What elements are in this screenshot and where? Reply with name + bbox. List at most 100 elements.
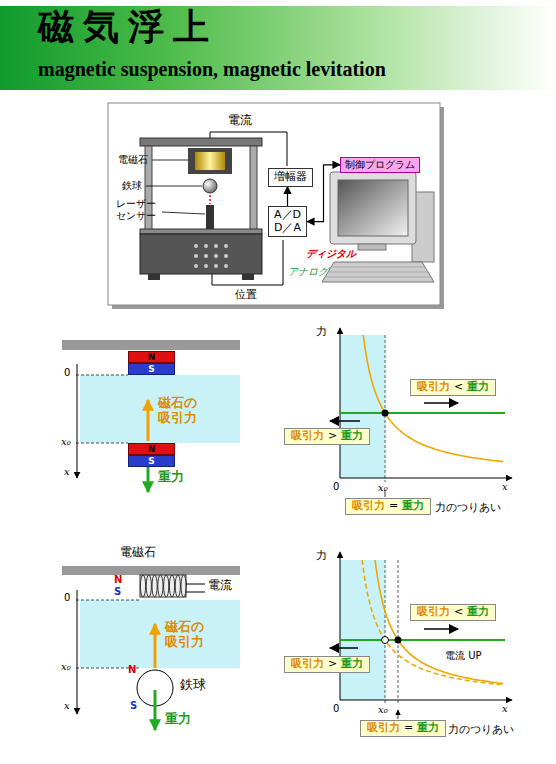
levitation-apparatus bbox=[206, 205, 214, 229]
levitation-apparatus bbox=[188, 148, 232, 174]
force-graph-2 bbox=[375, 560, 503, 684]
magnet-figure-1 bbox=[76, 375, 128, 376]
levitation-apparatus bbox=[209, 195, 211, 204]
converter-box: A／DD／A bbox=[268, 206, 307, 237]
label: 0 bbox=[333, 481, 339, 493]
force-compare-box: 吸引力=重力 bbox=[345, 498, 431, 515]
force-graph-1 bbox=[340, 412, 505, 414]
force-graph-2 bbox=[395, 637, 402, 644]
levitation-apparatus bbox=[203, 179, 217, 193]
electromagnet-figure bbox=[62, 566, 240, 575]
magnet-figure-1 bbox=[77, 364, 78, 478]
node-text: = bbox=[404, 722, 413, 735]
label: S bbox=[130, 700, 137, 712]
keyboard-key-row bbox=[324, 277, 432, 278]
force-graph-2 bbox=[340, 639, 505, 641]
coil-winding bbox=[146, 575, 151, 597]
label: 重力 bbox=[158, 470, 184, 485]
coil-winding bbox=[181, 575, 186, 597]
levitation-apparatus bbox=[195, 152, 225, 170]
coil-winding bbox=[164, 575, 169, 597]
force-compare-box: 吸引力 = 重力 bbox=[360, 720, 446, 737]
system-panel bbox=[108, 103, 444, 309]
label: 0 bbox=[64, 367, 70, 379]
label: 位置 bbox=[235, 289, 257, 302]
computer bbox=[324, 267, 432, 277]
node-text: 重力 bbox=[467, 381, 489, 394]
label: N bbox=[114, 574, 122, 586]
label: 電流 bbox=[228, 114, 252, 128]
node-text: D／A bbox=[274, 222, 301, 235]
force-graph-2 bbox=[340, 552, 341, 700]
electromagnet-figure bbox=[62, 566, 240, 730]
node-text: = bbox=[389, 500, 398, 513]
electromagnet-figure bbox=[154, 624, 157, 668]
coil-winding bbox=[175, 575, 180, 597]
node-text: < bbox=[454, 381, 463, 394]
label: 電磁石 bbox=[118, 154, 148, 166]
force-graph-2 bbox=[330, 552, 512, 719]
levitation-apparatus bbox=[214, 264, 218, 268]
label: x₀ bbox=[61, 436, 71, 448]
node-text: S bbox=[148, 364, 154, 374]
levitation-apparatus bbox=[250, 146, 257, 230]
force-graph-2 bbox=[362, 560, 504, 685]
node-text: S bbox=[148, 456, 154, 466]
magnet-figure-1 bbox=[62, 340, 240, 350]
levitation-apparatus bbox=[194, 244, 198, 248]
force-graph-1 bbox=[340, 335, 385, 478]
label: 力のつりあい bbox=[435, 502, 501, 515]
node-text: 重力 bbox=[341, 430, 363, 443]
electromagnet-figure bbox=[76, 600, 140, 601]
force-graph-2 bbox=[424, 628, 458, 630]
magnet-figure-1 bbox=[147, 400, 150, 441]
magnet-pole: N bbox=[128, 351, 175, 363]
leader-line bbox=[152, 160, 188, 161]
force-graph-1 bbox=[363, 335, 503, 462]
coil-winding bbox=[169, 575, 174, 597]
levitation-apparatus bbox=[140, 234, 262, 274]
node-text: N bbox=[148, 352, 156, 362]
label: x bbox=[502, 481, 508, 493]
levitation-apparatus bbox=[204, 244, 208, 248]
magnet-pole: S bbox=[128, 455, 175, 467]
force-graph-2 bbox=[382, 637, 389, 644]
label: 鉄球 bbox=[122, 180, 142, 192]
page-title: 磁 気 浮 上 bbox=[38, 8, 209, 48]
node-text: 重力 bbox=[417, 722, 439, 735]
levitation-apparatus bbox=[204, 254, 208, 258]
levitation-apparatus bbox=[140, 229, 262, 234]
keyboard-key-row bbox=[332, 267, 424, 268]
levitation-apparatus bbox=[224, 264, 228, 268]
label: 力 bbox=[316, 550, 327, 563]
node-text: 吸引力 bbox=[417, 606, 450, 619]
node-text: 吸引力 bbox=[417, 381, 450, 394]
force-graph-1 bbox=[340, 478, 512, 479]
label: 磁石の 吸引力 bbox=[158, 396, 202, 426]
electromagnet-figure bbox=[186, 592, 205, 593]
electromagnet-figure bbox=[140, 575, 186, 597]
magnet-pole: S bbox=[128, 363, 175, 375]
levitation-apparatus bbox=[204, 264, 208, 268]
label: x bbox=[64, 700, 70, 712]
keyboard-key-row bbox=[328, 272, 428, 273]
computer bbox=[322, 172, 434, 282]
label: N bbox=[128, 664, 136, 676]
node-text: 制御プログラム bbox=[345, 159, 415, 171]
leader-line bbox=[146, 186, 202, 187]
levitation-apparatus bbox=[140, 138, 262, 146]
label: アナログ bbox=[288, 266, 328, 278]
label: S bbox=[114, 586, 121, 598]
coil-winding bbox=[152, 575, 157, 597]
label: x₀ bbox=[61, 661, 71, 673]
levitation-apparatus bbox=[224, 254, 228, 258]
node-text: 吸引力 bbox=[367, 722, 400, 735]
amplifier-box: 増幅器 bbox=[268, 168, 313, 187]
force-compare-box: 吸引力 < 重力 bbox=[410, 379, 496, 396]
levitation-apparatus bbox=[140, 138, 262, 280]
computer bbox=[338, 180, 408, 236]
coil-winding bbox=[158, 575, 163, 597]
levitation-apparatus bbox=[214, 244, 218, 248]
force-graph-1 bbox=[424, 402, 458, 404]
node-text: > bbox=[328, 658, 337, 671]
